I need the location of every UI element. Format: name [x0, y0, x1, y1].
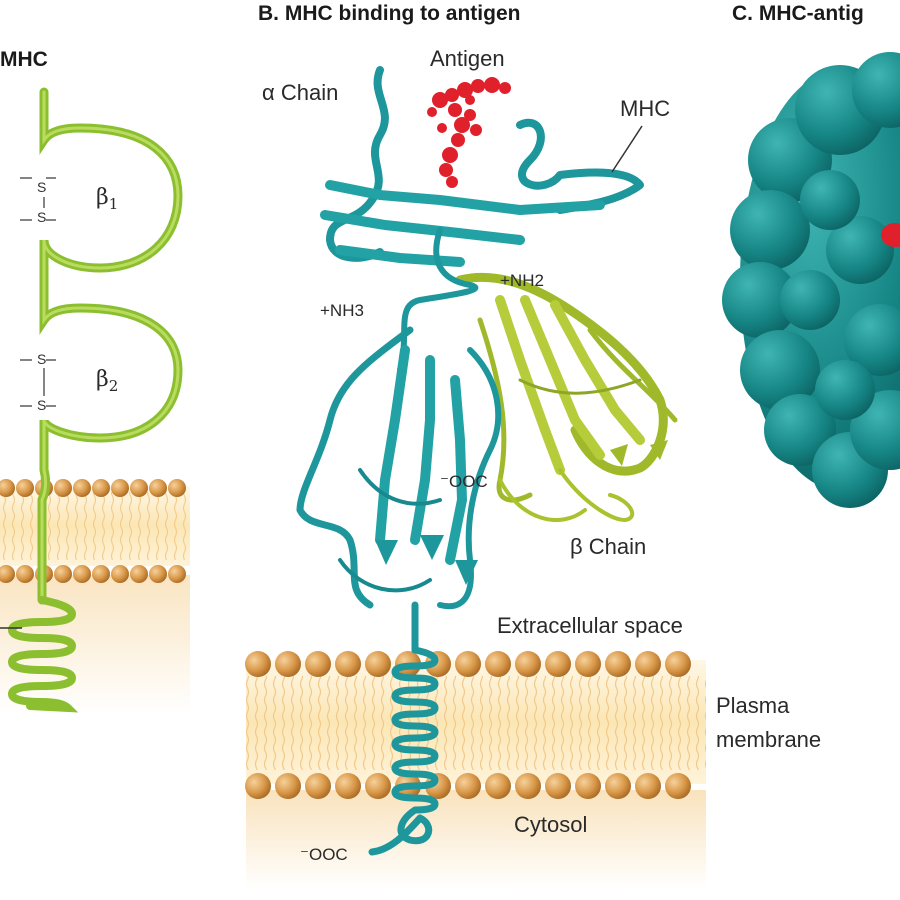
plasma-membrane-label-1: Plasma [716, 693, 790, 718]
panel-a-disulfides: S S S S [20, 177, 56, 413]
disulfide-s2: S [37, 209, 46, 225]
panel-b-membrane [245, 651, 706, 890]
lipid-head [365, 773, 391, 799]
mhc-label: MHC [620, 96, 670, 121]
lipid-head [485, 773, 511, 799]
disulfide-s3: S [37, 351, 46, 367]
lipid-head [54, 479, 72, 497]
disulfide-s1: S [37, 179, 46, 195]
panel-a-helix [7, 596, 79, 713]
lipid-head [92, 479, 110, 497]
mhc-leader-line [611, 125, 643, 173]
lipid-head [149, 565, 167, 583]
cytosol-label: Cytosol [514, 812, 587, 837]
antigen-surface-patch [881, 223, 900, 247]
lipid-head [605, 651, 631, 677]
beta-chain-label: β Chain [570, 534, 646, 559]
alpha-chain-tm-helix [368, 601, 439, 856]
domain-beta2-label: β2 [96, 367, 118, 395]
lipid-head [635, 773, 661, 799]
lipid-head [149, 479, 167, 497]
panel-a: MHC S S S S [0, 48, 190, 715]
lipid-head [605, 773, 631, 799]
lipid-head [305, 651, 331, 677]
lipid-head [335, 651, 361, 677]
beta-ooc-label: ⁻OOC [440, 472, 488, 491]
lipid-head [111, 479, 129, 497]
lipid-head [485, 651, 511, 677]
lipid-head [54, 565, 72, 583]
panel-a-title: MHC [0, 48, 48, 71]
lipid-head [245, 651, 271, 677]
domain-beta1-label: β1 [96, 185, 118, 213]
lipid-head [111, 565, 129, 583]
beta-chain-ribbon [455, 272, 678, 522]
lipid-head [92, 565, 110, 583]
mhc-surface-model [722, 52, 900, 508]
antigen-label: Antigen [430, 46, 505, 71]
extracellular-space-label: Extracellular space [497, 613, 683, 638]
lipid-head [16, 479, 34, 497]
lipid-head [73, 565, 91, 583]
lipid-head [455, 651, 481, 677]
lipid-head [665, 773, 691, 799]
lipid-head [168, 479, 186, 497]
lipid-head [515, 773, 541, 799]
lipid-head [130, 479, 148, 497]
lipid-head [575, 773, 601, 799]
nh3-label: +NH3 [320, 301, 364, 320]
lipid-head [305, 773, 331, 799]
disulfide-s4: S [37, 397, 46, 413]
lipid-head [245, 773, 271, 799]
lipid-head [635, 651, 661, 677]
lipid-head [275, 651, 301, 677]
lipid-head [0, 565, 15, 583]
lipid-head [365, 651, 391, 677]
lipid-head [545, 773, 571, 799]
alpha-chain-ribbon [296, 66, 644, 610]
plasma-membrane-label-2: membrane [716, 727, 821, 752]
lipid-head [0, 479, 15, 497]
lipid-head [515, 651, 541, 677]
lipid-head [168, 565, 186, 583]
lipid-head [455, 773, 481, 799]
panel-c: C. MHC-antig [722, 2, 900, 508]
alpha-chain-label: α Chain [262, 80, 338, 105]
alpha-ooc-label: ⁻OOC [300, 845, 348, 864]
lipid-head [575, 651, 601, 677]
lipid-head [73, 479, 91, 497]
lipid-head [16, 565, 34, 583]
lipid-head [130, 565, 148, 583]
panel-c-title: C. MHC-antig [732, 2, 864, 25]
lipid-head [665, 651, 691, 677]
lipid-head [545, 651, 571, 677]
panel-b: B. MHC binding to antigen [245, 2, 821, 890]
panel-b-title: B. MHC binding to antigen [258, 2, 520, 25]
lipid-head [275, 773, 301, 799]
nh2-label: +NH2 [500, 271, 544, 290]
lipid-head [335, 773, 361, 799]
antigen-model [427, 77, 511, 188]
panel-a-membrane [0, 479, 190, 715]
